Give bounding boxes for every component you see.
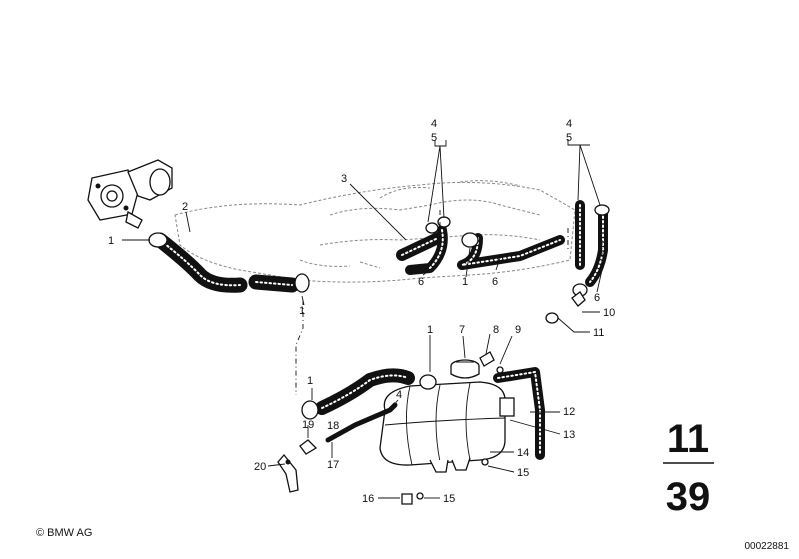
hose-17 <box>299 402 398 455</box>
leader-lines <box>122 139 603 499</box>
callout-6: 6 <box>492 276 498 288</box>
callout-11: 11 <box>593 327 604 339</box>
assembly-lines <box>295 210 603 395</box>
group-number: 11 39 <box>663 417 714 519</box>
radiator-cap <box>450 359 480 379</box>
callout-13: 13 <box>563 429 575 441</box>
callout-3: 3 <box>341 173 347 185</box>
callout-19: 19 <box>302 419 314 431</box>
callout-4: 4 <box>431 118 437 130</box>
hose-2 <box>152 232 300 293</box>
callout-labels: 1 2 3 4 5 4 5 6 1 6 6 10 11 1 1 7 8 9 1 … <box>108 118 615 505</box>
nut-washer <box>401 458 489 505</box>
callout-8: 8 <box>493 324 499 336</box>
callout-1: 1 <box>307 375 313 387</box>
callout-20: 20 <box>254 461 266 473</box>
hose-clamp <box>148 232 310 293</box>
callout-1: 1 <box>108 235 114 247</box>
callout-6: 6 <box>594 292 600 304</box>
hose-6-right <box>545 200 610 324</box>
callout-16: 16 <box>362 493 374 505</box>
hose-18 <box>301 368 437 420</box>
copyright: © BMW AG <box>36 527 93 539</box>
callout-14: 14 <box>517 447 529 459</box>
hose-6-middle <box>425 216 565 270</box>
callout-1: 1 <box>462 276 468 288</box>
callout-15: 15 <box>443 493 455 505</box>
thermostat-housing <box>87 159 173 229</box>
expansion-tank <box>379 381 515 473</box>
engine-block-ghost <box>174 180 576 283</box>
bracket <box>277 453 299 493</box>
callout-5: 5 <box>566 132 572 144</box>
callout-10: 10 <box>603 307 615 319</box>
hose-3 <box>396 225 448 275</box>
callout-17: 17 <box>327 459 339 471</box>
bleed-screw <box>479 351 504 374</box>
callout-18: 18 <box>327 420 339 432</box>
callout-12: 12 <box>563 406 575 418</box>
callout-4: 4 <box>566 118 572 130</box>
callout-1: 1 <box>427 324 433 336</box>
hose-12 <box>493 367 545 460</box>
callout-6: 6 <box>418 276 424 288</box>
callout-5: 5 <box>431 132 437 144</box>
group-number-bottom: 39 <box>666 475 711 519</box>
group-number-top: 11 <box>667 417 709 461</box>
callout-15: 15 <box>517 467 529 479</box>
callout-2: 2 <box>182 201 188 213</box>
callout-9: 9 <box>515 324 521 336</box>
callout-1: 1 <box>299 305 305 317</box>
reference-number: 00022881 <box>744 541 790 552</box>
callout-7: 7 <box>459 324 465 336</box>
callout-4: 4 <box>396 389 402 401</box>
